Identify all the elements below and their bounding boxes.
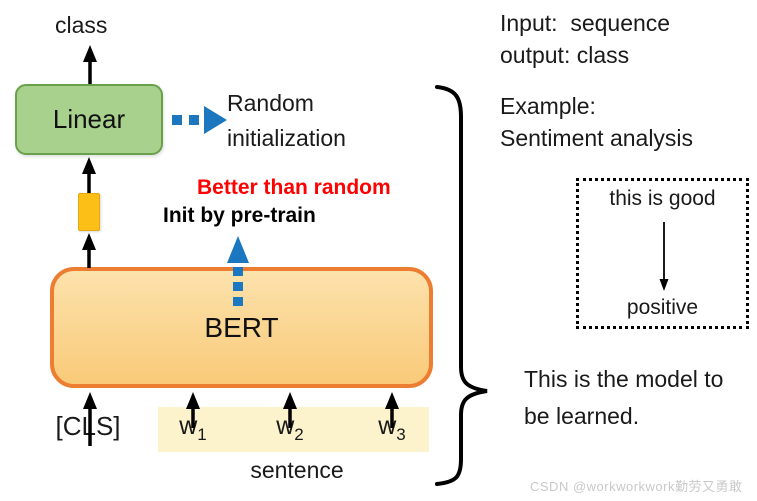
- example-input-text: this is good: [609, 187, 716, 210]
- token-w1-subscript: 1: [197, 425, 207, 444]
- bert-model-label: BERT: [204, 311, 279, 343]
- cls-token-label: [CLS]: [55, 411, 121, 441]
- example-task-note: Sentiment analysis: [500, 125, 694, 151]
- dashed-arrow-right-random-init-icon: [172, 106, 227, 134]
- example-output-text: positive: [626, 296, 699, 319]
- example-heading: Example:: [500, 93, 596, 119]
- sentiment-example-box: this is good positive: [576, 178, 749, 329]
- token-w3: w3: [378, 412, 406, 444]
- model-to-be-learned-note: This is the model to be learned.: [524, 366, 724, 429]
- token-w2-subscript: 2: [294, 425, 304, 444]
- arrow-up-linear-to-class-icon: [83, 45, 97, 84]
- linear-layer-box: Linear: [15, 84, 163, 155]
- class-output-label: class: [55, 12, 108, 38]
- output-type-note: output: class: [500, 42, 630, 68]
- cls-embedding-box: [78, 193, 100, 231]
- better-than-random-note: Better than random: [197, 176, 391, 199]
- random-initialization-note: Random initialization: [227, 90, 346, 151]
- linear-layer-label: Linear: [52, 104, 126, 134]
- bert-model-box: BERT: [50, 267, 433, 388]
- token-w2: w2: [276, 412, 304, 444]
- sentence-label: sentence: [250, 457, 344, 483]
- curly-brace-icon: [435, 85, 488, 486]
- token-w3-subscript: 3: [396, 425, 406, 444]
- arrow-up-bert-to-embedding-icon: [82, 233, 96, 268]
- token-w1: w1: [179, 412, 207, 444]
- init-by-pretrain-note: Init by pre-train: [163, 204, 316, 227]
- arrow-up-embedding-to-linear-icon: [82, 157, 96, 193]
- sentence-token-highlight: [158, 407, 429, 452]
- csdn-watermark: CSDN @workworkwork勤劳又勇敢: [530, 479, 743, 494]
- input-type-note: Input: sequence: [500, 10, 671, 36]
